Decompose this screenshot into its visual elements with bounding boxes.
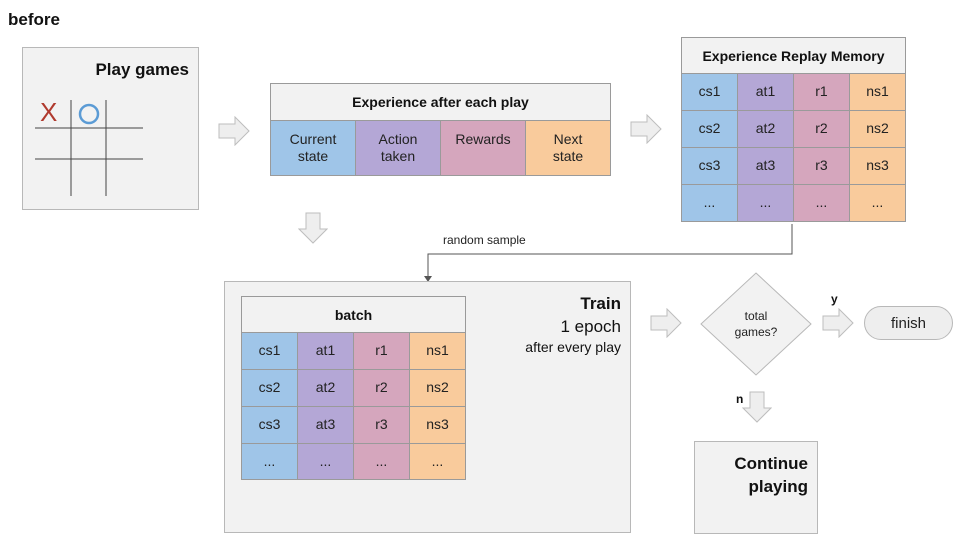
decision-yes-label: y bbox=[831, 292, 838, 306]
train-epoch-label: 1 epoch bbox=[560, 317, 622, 336]
batch-table: batch cs1 at1 r1 ns1 cs2 at2 r2 ns2 cs3 … bbox=[241, 296, 466, 480]
batch-cell: r3 bbox=[353, 406, 410, 444]
tic-tac-toe-board bbox=[35, 100, 143, 196]
decision-diamond bbox=[700, 272, 812, 376]
arrow-right-icon bbox=[630, 114, 662, 144]
replay-cell: r2 bbox=[793, 110, 850, 148]
experience-table: Experience after each play Current state… bbox=[270, 83, 611, 176]
random-sample-connector bbox=[424, 224, 793, 282]
batch-cell: at1 bbox=[297, 332, 354, 370]
replay-memory-title: Experience Replay Memory bbox=[681, 37, 906, 74]
decision-line-1: total bbox=[744, 309, 768, 323]
replay-cell: ns2 bbox=[849, 110, 906, 148]
experience-column-action-taken: Action taken bbox=[355, 120, 441, 176]
arrow-right-icon bbox=[822, 308, 854, 338]
replay-cell: ns1 bbox=[849, 73, 906, 111]
train-title: Train bbox=[580, 294, 621, 313]
replay-cell: cs1 bbox=[681, 73, 738, 111]
play-games-title: Play games bbox=[95, 60, 189, 79]
batch-cell: ns2 bbox=[409, 369, 466, 407]
batch-title: batch bbox=[241, 296, 466, 333]
continue-playing-line-2: playing bbox=[748, 477, 808, 496]
o-mark-icon bbox=[78, 103, 100, 125]
arrow-right-icon bbox=[218, 116, 250, 146]
batch-cell: r1 bbox=[353, 332, 410, 370]
batch-cell: at3 bbox=[297, 406, 354, 444]
experience-table-title: Experience after each play bbox=[270, 83, 611, 121]
page-heading: before bbox=[8, 10, 60, 29]
decision-no-label: n bbox=[736, 392, 744, 406]
replay-cell: ... bbox=[737, 184, 794, 222]
batch-cell: ... bbox=[409, 443, 466, 480]
replay-cell: ... bbox=[681, 184, 738, 222]
replay-cell: cs3 bbox=[681, 147, 738, 185]
batch-cell: cs2 bbox=[241, 369, 298, 407]
batch-cell: ... bbox=[353, 443, 410, 480]
batch-cell: ns3 bbox=[409, 406, 466, 444]
batch-cell: at2 bbox=[297, 369, 354, 407]
batch-cell: ... bbox=[297, 443, 354, 480]
replay-cell: at3 bbox=[737, 147, 794, 185]
decision-line-2: games? bbox=[734, 325, 778, 339]
play-games-box: Play games X bbox=[22, 47, 199, 210]
replay-cell: cs2 bbox=[681, 110, 738, 148]
arrow-right-icon bbox=[650, 308, 682, 338]
experience-column-next-state: Next state bbox=[525, 120, 611, 176]
random-sample-label: random sample bbox=[443, 233, 526, 247]
batch-cell: r2 bbox=[353, 369, 410, 407]
batch-cell: ... bbox=[241, 443, 298, 480]
arrow-down-icon bbox=[298, 212, 328, 244]
replay-cell: ... bbox=[849, 184, 906, 222]
decision-label: total games? bbox=[714, 308, 798, 340]
continue-playing-box: Continue playing bbox=[694, 441, 818, 534]
continue-playing-line-1: Continue bbox=[734, 454, 808, 473]
replay-cell: at2 bbox=[737, 110, 794, 148]
replay-cell: ns3 bbox=[849, 147, 906, 185]
replay-cell: at1 bbox=[737, 73, 794, 111]
replay-cell: ... bbox=[793, 184, 850, 222]
batch-cell: cs3 bbox=[241, 406, 298, 444]
x-mark: X bbox=[40, 97, 58, 127]
experience-column-rewards: Rewards bbox=[440, 120, 526, 176]
batch-cell: ns1 bbox=[409, 332, 466, 370]
arrow-down-icon bbox=[742, 391, 772, 423]
finish-terminal: finish bbox=[864, 306, 953, 340]
batch-cell: cs1 bbox=[241, 332, 298, 370]
replay-cell: r1 bbox=[793, 73, 850, 111]
replay-cell: r3 bbox=[793, 147, 850, 185]
train-frequency-label: after every play bbox=[525, 339, 621, 355]
experience-column-current-state: Current state bbox=[270, 120, 356, 176]
replay-memory-table: Experience Replay Memory cs1 at1 r1 ns1 … bbox=[681, 37, 906, 222]
